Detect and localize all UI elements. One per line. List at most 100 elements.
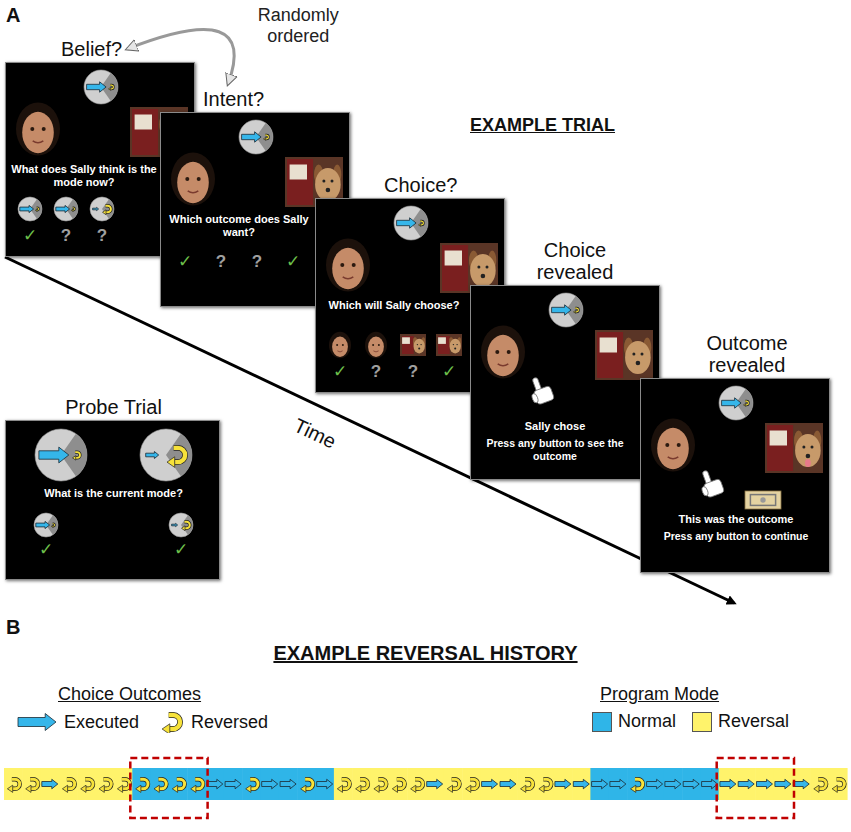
charity-photo-part bbox=[477, 266, 480, 269]
charity-photo bbox=[595, 330, 653, 380]
mode-dial-part bbox=[109, 88, 111, 91]
reversal-history-bar-part bbox=[352, 768, 371, 800]
charity-photo-part bbox=[600, 338, 617, 353]
face-photo-part bbox=[326, 239, 370, 292]
reversal-history-bar-part bbox=[774, 768, 793, 800]
figure-label: B bbox=[6, 616, 20, 639]
face-photo bbox=[326, 239, 370, 292]
reversal-history-bar-part bbox=[261, 768, 280, 800]
mode-dial-part bbox=[35, 429, 87, 481]
mode-dial-part bbox=[744, 404, 746, 407]
mode-dial-part bbox=[172, 523, 178, 526]
face-photo-part bbox=[677, 443, 681, 447]
reversal-history-bar-part bbox=[187, 768, 206, 800]
charity-photo-part bbox=[470, 254, 496, 287]
reversal-history-bar-part bbox=[242, 768, 261, 800]
reversal-history-bar-part bbox=[543, 779, 551, 789]
charity-photo-part bbox=[481, 274, 486, 279]
reversal-history-bar-part bbox=[7, 785, 12, 792]
reversal-history-bar-part bbox=[41, 768, 60, 800]
reversal-history-bar-part bbox=[818, 779, 826, 789]
reversal-history-bar-part bbox=[85, 779, 93, 789]
reversal-history-bar-part bbox=[427, 779, 443, 789]
mode-dial-part bbox=[34, 513, 58, 537]
screen-question: Which will Sally choose? bbox=[320, 299, 468, 312]
reversal-history-bar-part bbox=[470, 779, 478, 789]
legend-symbol-part bbox=[18, 714, 56, 731]
answer-mark: ✓ bbox=[439, 363, 459, 382]
reversal-history-bar-part bbox=[4, 768, 23, 800]
charity-photo-part bbox=[641, 353, 644, 356]
reversal-history-bar-part bbox=[337, 785, 342, 792]
reversal-history-bar-part bbox=[371, 768, 390, 800]
reversal-history-bar-part bbox=[316, 768, 335, 800]
face-photo-part bbox=[352, 263, 356, 267]
reversal-history-bar-part bbox=[737, 768, 756, 800]
face-photo bbox=[365, 332, 387, 358]
mode-dial-part bbox=[181, 515, 193, 535]
hand-icon-part bbox=[701, 486, 709, 497]
reversal-history-bar-part bbox=[392, 785, 397, 792]
face-photo bbox=[651, 419, 695, 472]
reversal-history-bar-part bbox=[573, 779, 589, 789]
charity-photo-part bbox=[636, 361, 641, 366]
face-photo-part bbox=[329, 332, 351, 358]
charity-photo-part bbox=[486, 266, 489, 269]
mode-dial-part bbox=[90, 197, 114, 221]
mode-dial-part bbox=[18, 197, 42, 221]
reversal-history-bar-part bbox=[96, 768, 115, 800]
figure-label: A bbox=[6, 4, 20, 27]
reversal-history-bar-part bbox=[500, 779, 516, 789]
figure-label: Choice Outcomes bbox=[58, 684, 201, 705]
time-arrow bbox=[5, 257, 734, 603]
mode-dial-part bbox=[54, 197, 78, 221]
reversal-history-bar-part bbox=[539, 785, 544, 792]
reversal-history-bar-part bbox=[482, 779, 498, 789]
legend-symbol bbox=[155, 711, 185, 733]
reversal-history-bar-part bbox=[177, 779, 185, 789]
reversal-history-bar-part bbox=[191, 785, 196, 792]
mode-dial-part bbox=[722, 398, 742, 408]
legend-symbol-part bbox=[169, 715, 180, 729]
task-screen: Choice revealedSally chosePress any butt… bbox=[470, 285, 660, 480]
mode-dial-part bbox=[167, 457, 175, 468]
mode-dial-part bbox=[84, 70, 118, 104]
reversal-history-bar-part bbox=[645, 768, 664, 800]
reversal-history-bar-part bbox=[525, 779, 533, 789]
legend-swatch bbox=[692, 712, 712, 732]
reversal-history-bar-part bbox=[517, 768, 536, 800]
answer-mark: ? bbox=[403, 363, 423, 382]
screen-heading: Outcome revealed bbox=[685, 332, 809, 376]
reversal-history-bar-part bbox=[411, 785, 416, 792]
mode-dial-part bbox=[239, 120, 273, 154]
reversal-history-bar-part bbox=[378, 779, 386, 789]
charity-photo-part bbox=[632, 353, 635, 356]
reversal-history-bar-part bbox=[610, 779, 626, 789]
reversal-history-bar-part bbox=[177, 779, 185, 789]
mode-dial-part bbox=[51, 525, 53, 527]
face-photo-part bbox=[30, 127, 34, 131]
reversal-history-bar-part bbox=[793, 779, 809, 789]
reversal-history-bar-part bbox=[26, 785, 31, 792]
reversal-history-bar-part bbox=[30, 779, 38, 789]
charity-photo-part bbox=[400, 334, 426, 356]
reversal-history-bar-part bbox=[481, 768, 500, 800]
screen-heading: Choice? bbox=[384, 174, 457, 196]
reversal-history-bar-part bbox=[297, 768, 316, 800]
face-photo-part bbox=[368, 337, 384, 358]
answer-mark: ✓ bbox=[175, 253, 195, 272]
face-photo-part bbox=[337, 351, 342, 352]
screen-heading: Probe Trial bbox=[6, 396, 221, 418]
charity-photo-part bbox=[456, 344, 457, 345]
reversal-history-bar-part bbox=[590, 768, 609, 800]
reversal-history-bar-part bbox=[452, 779, 460, 789]
mode-dial-part bbox=[35, 209, 37, 211]
mode-dial-part bbox=[264, 138, 266, 141]
reversal-history-bar-part bbox=[415, 779, 423, 789]
reversal-history-bar-part bbox=[415, 779, 423, 789]
reversal-history-bar-part bbox=[554, 768, 573, 800]
charity-photo-part bbox=[811, 446, 814, 449]
mode-dial-part bbox=[719, 386, 753, 420]
reversal-history-bar-part bbox=[140, 779, 148, 789]
